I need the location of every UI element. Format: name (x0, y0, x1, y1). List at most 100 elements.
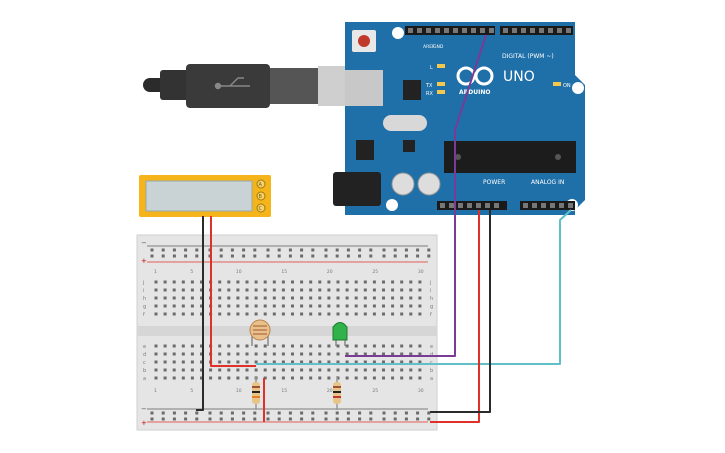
wire-black-lcd[interactable] (196, 216, 204, 411)
breadboard-hole[interactable] (263, 296, 267, 300)
breadboard-hole[interactable] (382, 248, 386, 252)
breadboard-hole[interactable] (236, 280, 240, 284)
breadboard-hole[interactable] (200, 344, 203, 348)
breadboard-hole[interactable] (336, 376, 340, 380)
breadboard-hole[interactable] (354, 352, 358, 356)
breadboard-hole[interactable] (172, 360, 176, 364)
breadboard-hole[interactable] (218, 352, 222, 356)
breadboard-hole[interactable] (154, 376, 158, 380)
breadboard-hole[interactable] (382, 344, 385, 348)
breadboard-hole[interactable] (263, 304, 267, 308)
breadboard-hole[interactable] (254, 360, 258, 364)
breadboard-hole[interactable] (281, 344, 285, 348)
wire-black-gnd[interactable] (430, 210, 491, 413)
breadboard-hole[interactable] (190, 280, 194, 284)
breadboard-hole[interactable] (236, 312, 240, 316)
breadboard-hole[interactable] (318, 304, 322, 308)
breadboard-hole[interactable] (163, 304, 167, 308)
breadboard-hole[interactable] (245, 376, 249, 380)
breadboard-hole[interactable] (400, 288, 404, 292)
breadboard-hole[interactable] (418, 288, 422, 292)
breadboard-hole[interactable] (372, 368, 376, 372)
breadboard-hole[interactable] (219, 411, 223, 415)
breadboard-hole[interactable] (427, 417, 431, 421)
breadboard-hole[interactable] (190, 352, 194, 356)
breadboard-hole[interactable] (336, 312, 340, 316)
breadboard-hole[interactable] (400, 360, 404, 364)
breadboard-hole[interactable] (272, 288, 276, 292)
breadboard-hole[interactable] (345, 360, 349, 364)
breadboard-hole[interactable] (418, 360, 422, 364)
breadboard-hole[interactable] (272, 352, 276, 356)
breadboard-hole[interactable] (200, 296, 203, 300)
digital-header-left[interactable] (405, 26, 495, 35)
breadboard-hole[interactable] (190, 368, 194, 372)
breadboard-hole[interactable] (345, 288, 349, 292)
breadboard-hole[interactable] (336, 344, 340, 348)
breadboard-hole[interactable] (400, 344, 404, 348)
breadboard-hole[interactable] (218, 368, 222, 372)
breadboard-hole[interactable] (309, 368, 313, 372)
breadboard-hole[interactable] (327, 352, 331, 356)
breadboard-hole[interactable] (242, 254, 246, 258)
breadboard-hole[interactable] (291, 312, 294, 316)
breadboard-hole[interactable] (404, 248, 408, 252)
breadboard-hole[interactable] (161, 411, 165, 415)
breadboard-hole[interactable] (391, 376, 395, 380)
breadboard-hole[interactable] (172, 411, 176, 415)
breadboard-hole[interactable] (209, 376, 213, 380)
breadboard-hole[interactable] (309, 344, 313, 348)
breadboard-hole[interactable] (291, 280, 294, 284)
breadboard-hole[interactable] (318, 296, 322, 300)
breadboard-hole[interactable] (200, 352, 203, 356)
breadboard-hole[interactable] (363, 368, 367, 372)
breadboard-hole[interactable] (393, 248, 397, 252)
breadboard-hole[interactable] (263, 344, 267, 348)
breadboard-hole[interactable] (409, 304, 413, 308)
breadboard-hole[interactable] (254, 352, 258, 356)
breadboard-holes[interactable] (150, 248, 431, 421)
breadboard-hole[interactable] (254, 304, 258, 308)
breadboard-hole[interactable] (253, 411, 257, 415)
breadboard-hole[interactable] (358, 417, 362, 421)
breadboard-hole[interactable] (242, 411, 246, 415)
resistor-2[interactable] (333, 376, 341, 410)
breadboard-hole[interactable] (335, 248, 339, 252)
breadboard-hole[interactable] (416, 248, 420, 252)
breadboard-hole[interactable] (181, 376, 185, 380)
lcd-module[interactable]: A B C (139, 175, 271, 217)
breadboard-hole[interactable] (281, 280, 285, 284)
breadboard-hole[interactable] (227, 344, 231, 348)
breadboard-hole[interactable] (354, 344, 358, 348)
breadboard-hole[interactable] (253, 254, 257, 258)
breadboard-hole[interactable] (163, 296, 167, 300)
breadboard-hole[interactable] (418, 304, 422, 308)
breadboard-hole[interactable] (300, 417, 304, 421)
breadboard-hole[interactable] (163, 376, 167, 380)
breadboard-hole[interactable] (416, 411, 420, 415)
breadboard-hole[interactable] (372, 376, 376, 380)
wire-cyan[interactable] (256, 209, 572, 365)
breadboard-hole[interactable] (311, 411, 315, 415)
breadboard-hole[interactable] (300, 254, 304, 258)
breadboard-hole[interactable] (263, 376, 267, 380)
breadboard-hole[interactable] (163, 344, 167, 348)
breadboard-hole[interactable] (200, 288, 203, 292)
breadboard-hole[interactable] (163, 280, 167, 284)
breadboard-hole[interactable] (281, 312, 285, 316)
breadboard-hole[interactable] (230, 411, 234, 415)
breadboard-hole[interactable] (245, 360, 249, 364)
breadboard-hole[interactable] (309, 352, 313, 356)
breadboard-hole[interactable] (363, 360, 367, 364)
breadboard-hole[interactable] (263, 312, 267, 316)
breadboard-hole[interactable] (154, 280, 158, 284)
breadboard-hole[interactable] (336, 368, 340, 372)
breadboard-hole[interactable] (172, 417, 176, 421)
breadboard-hole[interactable] (181, 296, 185, 300)
breadboard-hole[interactable] (369, 254, 373, 258)
breadboard-hole[interactable] (300, 296, 304, 300)
breadboard-hole[interactable] (161, 254, 165, 258)
breadboard-hole[interactable] (418, 280, 422, 284)
breadboard-hole[interactable] (218, 304, 222, 308)
breadboard-hole[interactable] (346, 254, 350, 258)
